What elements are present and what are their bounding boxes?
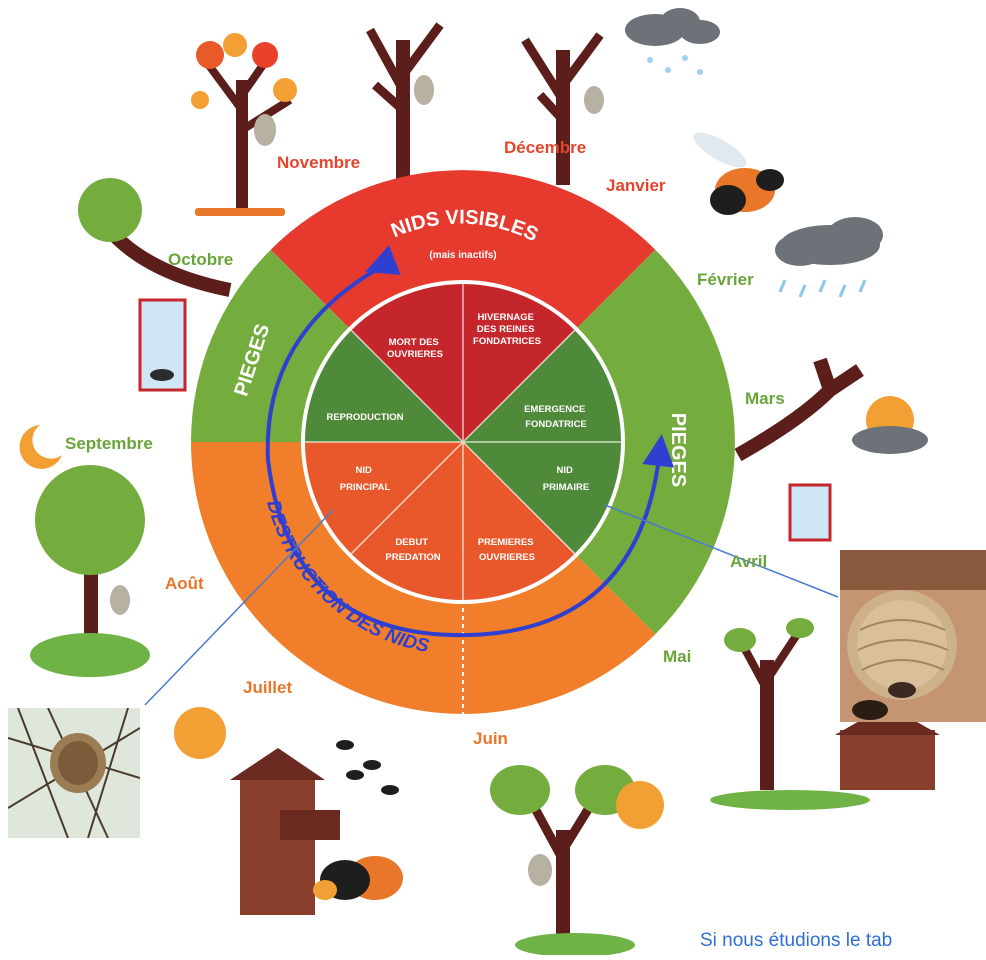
- bare-tree-icon: [366, 22, 444, 200]
- beehive-icon: [230, 748, 340, 915]
- hornet-icon: [693, 132, 784, 215]
- inner-nid-primaire: [463, 442, 621, 554]
- sun-icon: [174, 707, 226, 759]
- primary-nest-image: [840, 550, 986, 722]
- month-janvier: Janvier: [606, 176, 666, 195]
- rain-cloud-icon: [775, 217, 883, 298]
- inner-label-nid-principal: NID PRINCIPAL: [340, 465, 391, 493]
- photo-nid-principal: [8, 708, 140, 838]
- destruction-arrow: [265, 260, 675, 638]
- pointer-line-nid-principal: [144, 509, 334, 706]
- hornet-icon: [313, 856, 403, 900]
- inner-emergence: [463, 330, 621, 442]
- bare-tree-icon: [521, 32, 604, 185]
- month-aout: Août: [165, 574, 204, 593]
- hornet-swarm-icon: [336, 740, 399, 795]
- inner-nid-principal: [305, 442, 463, 554]
- cloud-icon: [625, 8, 720, 75]
- inner-reproduction: [305, 330, 463, 442]
- tree-with-trap-icon: [78, 178, 232, 392]
- autumn-tree-icon: [191, 33, 297, 216]
- inner-label-mort: MORT DES OUVRIERES: [387, 337, 443, 360]
- nest-icon: [414, 75, 434, 105]
- nids-visibles-subtitle: (mais inactifs): [429, 250, 496, 261]
- inner-label-emergence: EMERGENCE FONDATRICE: [524, 404, 588, 430]
- month-octobre: Octobre: [168, 250, 233, 269]
- month-novembre: Novembre: [277, 153, 360, 172]
- inner-mort-ouvrieres: [351, 284, 463, 442]
- footer-caption: Si nous étudions le tab: [700, 930, 893, 951]
- nest-icon: [110, 585, 130, 615]
- tree-icon: [30, 465, 150, 677]
- month-juin: Juin: [473, 729, 508, 748]
- inner-label-reproduction: REPRODUCTION: [326, 412, 403, 423]
- sun-icon: [616, 781, 664, 829]
- month-mai: Mai: [663, 647, 691, 666]
- tree-icon: [490, 765, 635, 957]
- nest-icon: [254, 114, 276, 146]
- cycle-wheel: [191, 170, 735, 714]
- inner-debut-predation: [351, 442, 463, 600]
- nest-icon: [584, 86, 604, 114]
- inner-hivernage: [463, 284, 575, 442]
- inner-label-hivernage: HIVERNAGE DES REINES FONDATRICES: [473, 312, 541, 347]
- inner-label-premieres-ouvrieres: PREMIERES OUVRIERES: [478, 537, 537, 563]
- inner-label-nid-primaire: NID PRIMAIRE: [543, 465, 589, 493]
- pieges-right-label: PIEGES: [667, 413, 689, 487]
- pointer-line-nid-primaire: [604, 504, 839, 598]
- nest-in-tree-image: [8, 708, 140, 838]
- month-mars: Mars: [745, 389, 785, 408]
- inner-premieres-ouvrieres: [463, 442, 575, 600]
- branch-trap-icon: [734, 357, 928, 542]
- inner-label-debut-predation: DEBUT PREDATION: [385, 537, 440, 563]
- month-juillet: Juillet: [243, 678, 292, 697]
- moon-icon: [19, 425, 62, 469]
- month-fevrier: Février: [697, 270, 754, 289]
- nest-icon: [528, 854, 552, 886]
- month-decembre: Décembre: [504, 138, 586, 157]
- photo-nid-primaire: [840, 550, 986, 722]
- month-septembre: Septembre: [65, 434, 153, 453]
- month-avril: Avril: [730, 552, 767, 571]
